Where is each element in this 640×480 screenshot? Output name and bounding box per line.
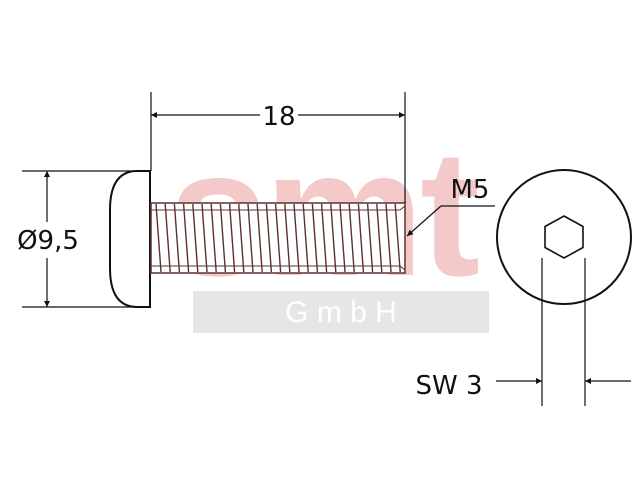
watermark-band xyxy=(193,291,489,333)
drive-size-dimension xyxy=(496,258,631,406)
thread-flank xyxy=(219,203,227,273)
thread-flank xyxy=(274,203,282,273)
thread-flank xyxy=(293,203,300,273)
diameter-dimension xyxy=(22,170,138,308)
thread-flank xyxy=(192,203,199,273)
thread-flank xyxy=(247,203,254,273)
thread-flank xyxy=(201,203,208,273)
thread-flank xyxy=(366,203,374,273)
drive-size-label: SW 3 xyxy=(415,371,482,401)
thread-flank xyxy=(348,203,355,273)
thread-flank xyxy=(376,203,383,273)
thread-flank xyxy=(164,203,171,273)
thread-flank xyxy=(311,203,319,273)
hex-socket-icon xyxy=(544,215,584,259)
thread-flank xyxy=(320,203,328,273)
thread-flank xyxy=(182,203,190,273)
thread-flank xyxy=(302,203,309,273)
thread-label: M5 xyxy=(451,175,490,205)
thread-flank xyxy=(330,203,337,273)
thread-flank xyxy=(394,203,401,273)
thread-leader xyxy=(406,205,495,237)
screw-head-end-view xyxy=(496,169,632,305)
thread-flank xyxy=(357,203,365,273)
thread-flank xyxy=(265,203,273,273)
thread-flank xyxy=(256,203,263,273)
thread-flank xyxy=(155,203,162,273)
thread-flank xyxy=(238,203,245,273)
thread-flank xyxy=(210,203,217,273)
thread-flank xyxy=(173,203,181,273)
screw-head-side xyxy=(109,170,151,308)
thread-flank xyxy=(228,203,236,273)
diameter-label: Ø9,5 xyxy=(17,226,79,256)
length-label: 18 xyxy=(262,102,295,132)
screw-shank xyxy=(150,202,406,274)
length-dimension xyxy=(150,92,406,203)
thread-flank xyxy=(284,203,291,273)
watermark-company: G m b H xyxy=(285,296,397,329)
thread-flank xyxy=(385,203,392,273)
thread-flank xyxy=(339,203,346,273)
